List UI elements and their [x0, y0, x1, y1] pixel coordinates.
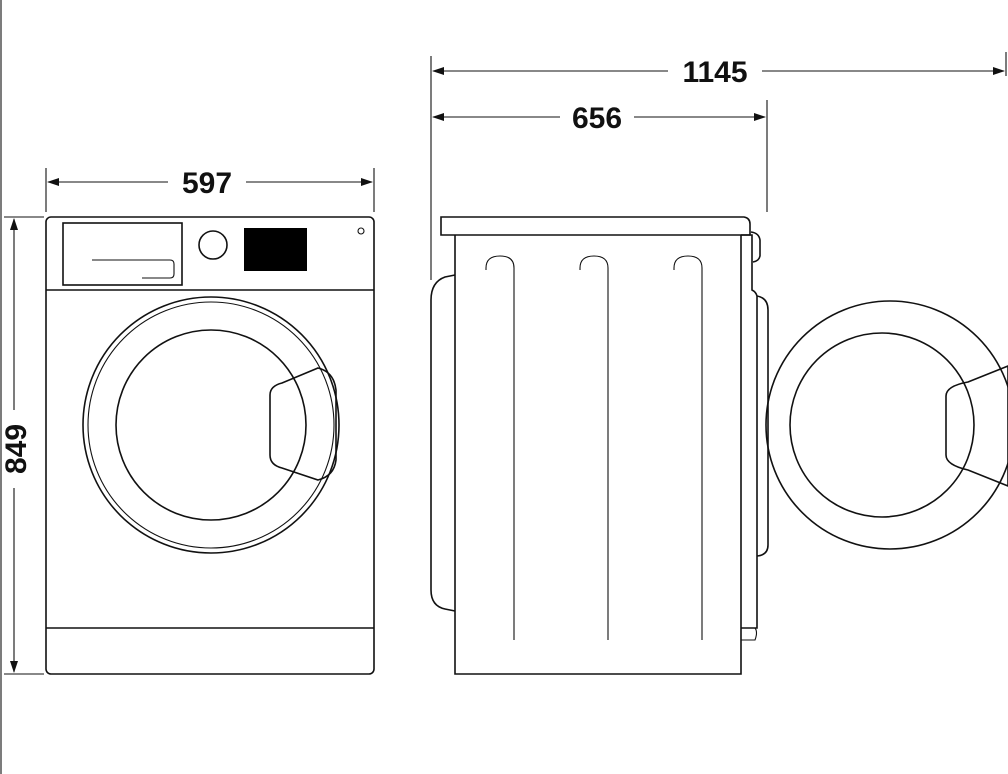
door-glass: [115, 329, 307, 521]
side-rib-1: [485, 255, 515, 640]
front-body-outline: [45, 216, 375, 675]
side-knob-icon: [750, 231, 761, 263]
side-rib-3: [673, 255, 703, 640]
width-label: 597: [182, 167, 232, 200]
open-door-handle: [945, 365, 1008, 487]
power-button-icon: [357, 227, 365, 235]
side-view: 1145 656: [430, 52, 1008, 675]
top-plate: [440, 216, 751, 236]
door-inner-ring: [87, 301, 335, 549]
side-body: [454, 235, 742, 675]
front-panel-strip: [741, 234, 758, 629]
open-depth-label: 1145: [682, 56, 747, 89]
front-view: 597 849: [0, 167, 375, 675]
display-panel: [244, 228, 307, 271]
side-rib-2: [579, 255, 609, 640]
height-label: 849: [0, 424, 33, 474]
door-profile: [756, 295, 769, 557]
open-door-outer: [765, 300, 1008, 550]
door-outer-ring: [82, 296, 340, 554]
program-knob-icon: [198, 230, 228, 260]
drawer-handle: [92, 259, 175, 279]
open-door-glass: [789, 332, 975, 518]
plinth-lip: [741, 627, 758, 641]
depth-label: 656: [572, 102, 622, 135]
door-handle: [269, 367, 337, 481]
detergent-drawer: [62, 222, 183, 286]
rear-cover: [430, 274, 456, 612]
